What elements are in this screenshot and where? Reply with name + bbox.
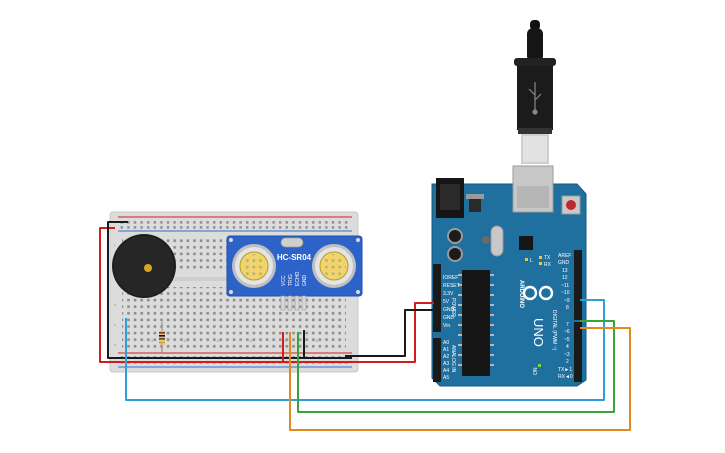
col-label: 10: [183, 338, 188, 343]
digital-pin-label: 2: [566, 359, 569, 365]
piezo-buzzer: [112, 234, 176, 298]
digital-pin-label: 8: [566, 305, 569, 311]
wires: [99, 221, 631, 431]
analog-pin-label: A3: [443, 361, 449, 367]
wire-blue-buzzer: [125, 299, 605, 401]
arduino-uno-board: L TX RX ON IOREF RESET 3.3V: [431, 165, 587, 387]
power-pin-label: RESET: [443, 283, 460, 289]
digital-pin-label: 4: [566, 344, 569, 350]
power-pin-labels: IOREF RESET 3.3V 5V GND GND Vin: [443, 275, 460, 329]
usb-symbol-icon: [528, 82, 542, 115]
col-label: 15: [216, 338, 221, 343]
sensor-pin-labels: VCC TRIG ECHO GND: [281, 271, 308, 286]
digital-pin-label: ~5: [564, 337, 570, 343]
digital-pin-label: 7: [566, 322, 569, 328]
power-pin-label: Vin: [443, 323, 450, 329]
digital-pin-label: AREF: [558, 253, 571, 259]
status-leds: L TX RX ON: [525, 255, 552, 375]
wire-green-trig: [297, 320, 615, 413]
sensor-model-label: HC-SR04: [277, 253, 312, 262]
power-section-label: POWER: [450, 298, 456, 317]
digital-pin-label: ~3: [564, 352, 570, 358]
analog-pin-label: A0: [443, 340, 449, 346]
analog-pin-label: A4: [443, 368, 449, 374]
arduino-model-label: UNO: [531, 318, 546, 347]
transducer-left: [232, 244, 276, 288]
arduino-logo-icon: [522, 285, 554, 301]
power-pin-label: GND: [443, 315, 455, 321]
power-pin-label: 5V: [443, 299, 450, 305]
col-label: 30: [315, 338, 320, 343]
digital-pin-label: TX►1: [558, 367, 572, 373]
row-label: j: [113, 242, 115, 247]
led-label: RX: [544, 262, 552, 268]
row-label: a: [114, 342, 117, 347]
digital-pin-label: 13: [562, 268, 568, 274]
col-label: 25: [282, 338, 287, 343]
led-label: TX: [544, 255, 551, 261]
wire-orange-echo: [289, 327, 631, 431]
led-label: ON: [533, 367, 539, 375]
row-label: e: [114, 302, 117, 307]
digital-pin-label: RX◄0: [558, 374, 573, 380]
col-label: 5: [151, 338, 154, 343]
wire-black-ground: [345, 309, 434, 357]
digital-pin-label: GND: [558, 260, 570, 266]
wire-black-buzzer: [107, 221, 352, 359]
sensor-pin-label: ECHO: [295, 271, 301, 286]
digital-pin-label: ~9: [564, 298, 570, 304]
resistor: [159, 322, 165, 352]
digital-pin-label: ~6: [564, 329, 570, 335]
power-pin-label: GND: [443, 307, 455, 313]
usb-cable: [514, 20, 556, 164]
digital-pin-label: 12: [562, 275, 568, 281]
row-label: c: [114, 322, 116, 327]
sensor-pin-label: TRIG: [288, 274, 294, 286]
sensor-pins: [280, 295, 307, 311]
sensor-pin-label: GND: [302, 275, 308, 287]
transducer-right: [312, 244, 356, 288]
wire-red-power: [350, 302, 434, 363]
digital-section-label: DIGITAL (PWM ~): [551, 310, 557, 350]
analog-pin-label: A2: [443, 354, 449, 360]
digital-pin-label: ~11: [561, 283, 569, 289]
analog-section-label: ANALOG IN: [450, 345, 456, 373]
sensor-pin-label: VCC: [281, 275, 287, 286]
analog-pin-labels: A0 A1 A2 A3 A4 A5: [443, 340, 449, 381]
analog-pin-label: A5: [443, 375, 449, 381]
col-label: 20: [249, 338, 254, 343]
digital-pin-labels: AREF GND 13 12 ~11 ~10 ~9 8 7 ~6 ~5 4 ~3…: [558, 253, 573, 380]
power-pin-label: IOREF: [443, 275, 458, 281]
digital-pin-label: ~10: [561, 290, 570, 296]
arduino-brand-label: ARDUINO: [518, 280, 524, 308]
ultrasonic-sensor: HC-SR04 VCC TRIG ECHO GND: [226, 235, 363, 311]
analog-pin-label: A1: [443, 347, 449, 353]
power-pin-label: 3.3V: [443, 291, 454, 297]
led-label: L: [530, 258, 533, 264]
